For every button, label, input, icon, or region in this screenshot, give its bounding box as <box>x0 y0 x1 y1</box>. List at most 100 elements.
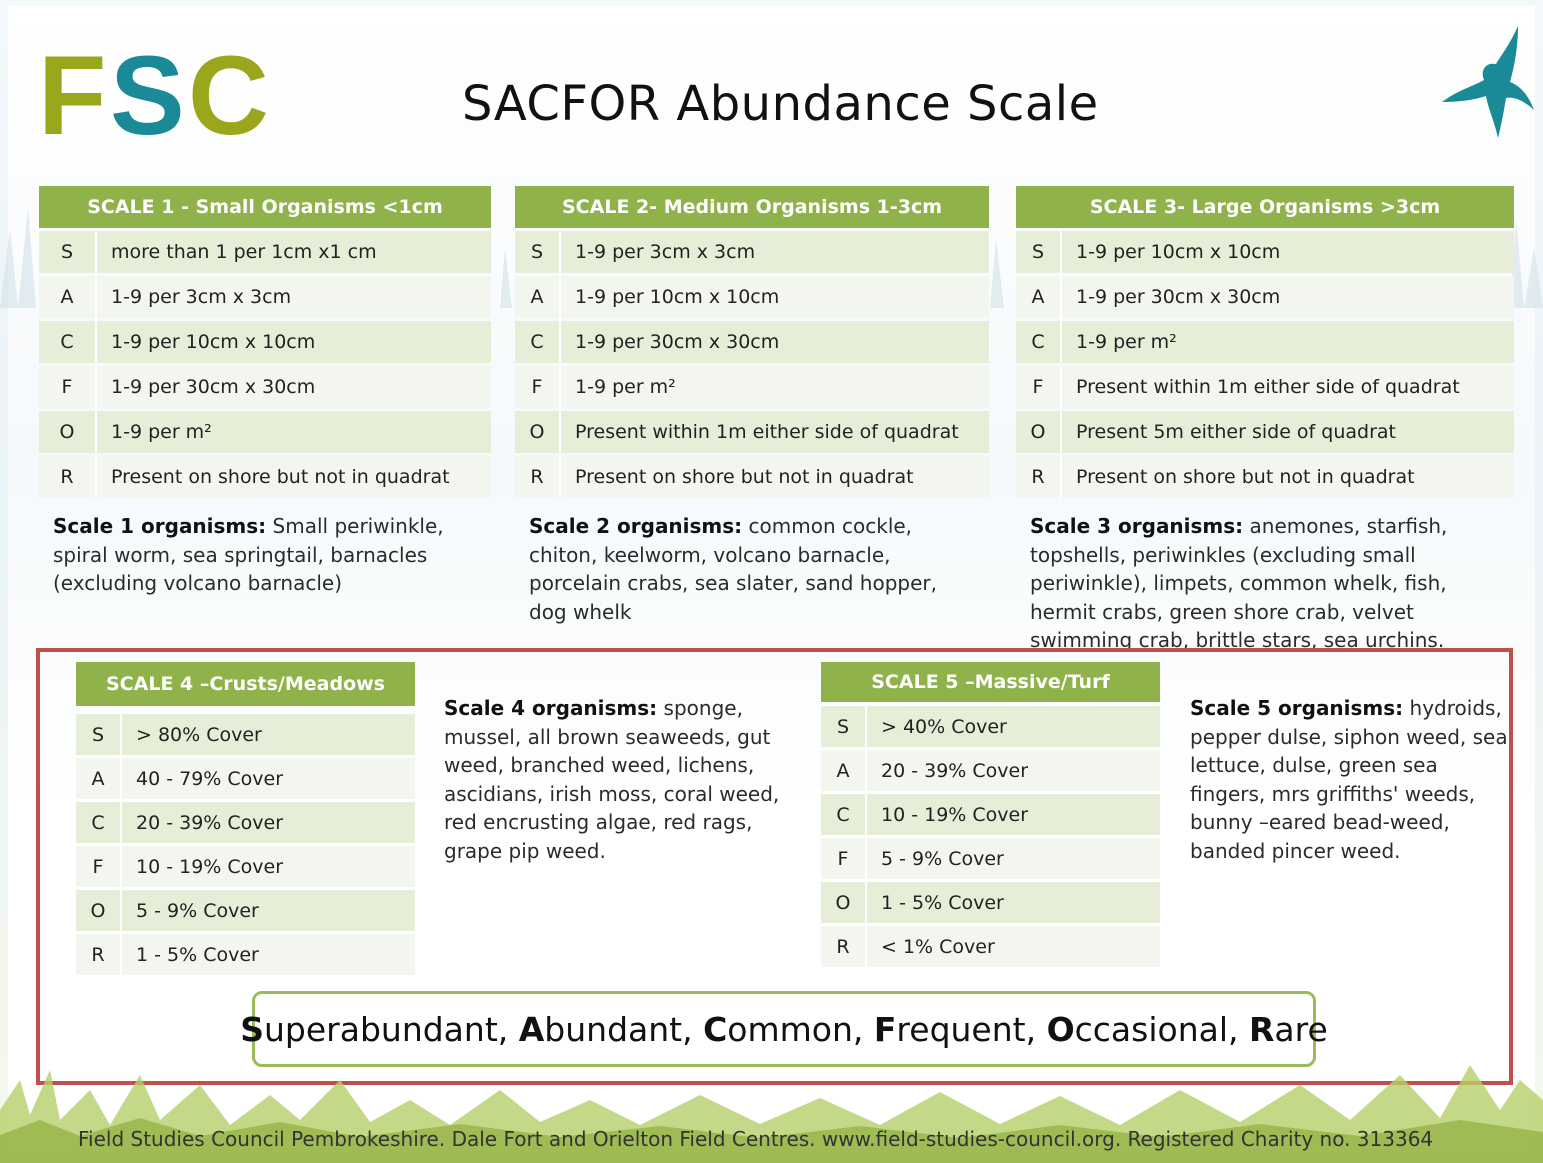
legend-word-rest: ommon, <box>727 1009 874 1049</box>
scale4-row-code: A <box>76 758 122 799</box>
scale3-row-description: 1-9 per 10cm x 10cm <box>1076 241 1281 263</box>
scale4-row-description: 20 - 39% Cover <box>136 811 284 834</box>
scale4-row-s: S > 80% Cover <box>76 714 415 755</box>
scale3-row-description: 1-9 per 30cm x 30cm <box>1076 286 1281 308</box>
scale1-row-description: 1-9 per 30cm x 30cm <box>111 376 316 398</box>
scale2-row-code: A <box>515 276 561 318</box>
scale1-row-r: R Present on shore but not in quadrat <box>39 456 491 498</box>
scale4-row-o: O 5 - 9% Cover <box>76 890 415 931</box>
scale2-row-f: F 1-9 per m² <box>515 366 989 408</box>
scale1-row-code: F <box>39 366 97 408</box>
scale5-organisms-label: Scale 5 organisms: <box>1190 696 1404 720</box>
scale5-row-description: 5 - 9% Cover <box>881 847 1004 870</box>
scale3-row-a: A 1-9 per 30cm x 30cm <box>1016 276 1514 318</box>
legend-initial: C <box>703 1009 728 1049</box>
scale4-row-description: 1 - 5% Cover <box>136 943 259 966</box>
scale4-organisms-label: Scale 4 organisms: <box>444 696 658 720</box>
scale5-row-description: 20 - 39% Cover <box>881 759 1029 782</box>
scale2-organisms-label: Scale 2 organisms: <box>529 514 743 538</box>
scale5-row-code: R <box>821 926 867 967</box>
scale4-row-description: > 80% Cover <box>136 723 262 746</box>
scale5-row-description: > 40% Cover <box>881 715 1007 738</box>
scale1-organisms-label: Scale 1 organisms: <box>53 514 267 538</box>
scale1-row-code: A <box>39 276 97 318</box>
scale3-row-description: Present within 1m either side of quadrat <box>1076 376 1460 398</box>
legend-initial: R <box>1249 1009 1275 1049</box>
scale2-row-code: R <box>515 456 561 498</box>
scale2-row-description: 1-9 per 10cm x 10cm <box>575 286 780 308</box>
scale5-row-description: < 1% Cover <box>881 935 995 958</box>
legend-word-rest: requent, <box>896 1009 1047 1049</box>
legend-initial: S <box>240 1009 264 1049</box>
scale3-header: SCALE 3- Large Organisms >3cm <box>1016 186 1514 228</box>
scale3-row-o: O Present 5m either side of quadrat <box>1016 411 1514 453</box>
scale2-row-code: C <box>515 321 561 363</box>
scale3-row-code: C <box>1016 321 1062 363</box>
scale4-row-r: R 1 - 5% Cover <box>76 934 415 975</box>
scale4-row-description: 5 - 9% Cover <box>136 899 259 922</box>
logo-letter-f: F <box>38 42 106 142</box>
scale4-row-code: O <box>76 890 122 931</box>
scale1-organisms: Scale 1 organisms: Small periwinkle, spi… <box>53 512 483 598</box>
scale5-organisms-text: hydroids, pepper dulse, siphon weed, sea… <box>1190 696 1508 863</box>
scale1-row-code: O <box>39 411 97 453</box>
scale3-row-description: Present 5m either side of quadrat <box>1076 421 1396 443</box>
legend-initial: F <box>873 1009 897 1049</box>
scale2-row-description: Present on shore but not in quadrat <box>575 466 914 488</box>
scale1-row-code: R <box>39 456 97 498</box>
legend-initial: A <box>518 1009 545 1049</box>
scale5-row-code: O <box>821 882 867 923</box>
scale5-row-s: S> 40% Cover <box>821 706 1160 747</box>
scale5-organisms: Scale 5 organisms: hydroids, pepper duls… <box>1190 694 1508 865</box>
scale2-row-r: R Present on shore but not in quadrat <box>515 456 989 498</box>
scale4-row-code: R <box>76 934 122 975</box>
scale1-row-o: O 1-9 per m² <box>39 411 491 453</box>
scale3-row-c: C 1-9 per m² <box>1016 321 1514 363</box>
scale2-row-description: 1-9 per 30cm x 30cm <box>575 331 780 353</box>
scale1-row-code: C <box>39 321 97 363</box>
legend-word-rest: bundant, <box>544 1009 704 1049</box>
scale1-row-description: 1-9 per m² <box>111 421 212 443</box>
scale3-row-code: O <box>1016 411 1062 453</box>
scale1-header: SCALE 1 - Small Organisms <1cm <box>39 186 491 228</box>
scale3-row-code: A <box>1016 276 1062 318</box>
scale2-row-code: F <box>515 366 561 408</box>
scale2-row-description: Present within 1m either side of quadrat <box>575 421 959 443</box>
scale4-header: SCALE 4 –Crusts/Meadows <box>76 662 415 706</box>
scale2-row-code: S <box>515 231 561 273</box>
highlight-box <box>36 648 1513 1085</box>
scale4-row-code: F <box>76 846 122 887</box>
grass-decoration-bottom <box>0 1065 1543 1163</box>
legend-word-rest: are <box>1274 1009 1328 1049</box>
scale1-row-description: more than 1 per 1cm x1 cm <box>111 241 377 263</box>
scale4-row-code: S <box>76 714 122 755</box>
scale5-row-r: R < 1% Cover <box>821 926 1160 967</box>
scale1-row-description: Present on shore but not in quadrat <box>111 466 450 488</box>
scale3-organisms-text: anemones, starfish, topshells, periwinkl… <box>1030 514 1448 648</box>
scale3-row-description: 1-9 per m² <box>1076 331 1177 353</box>
scale2-header: SCALE 2- Medium Organisms 1-3cm <box>515 186 989 228</box>
scale2-row-description: 1-9 per m² <box>575 376 676 398</box>
scale3-row-description: Present on shore but not in quadrat <box>1076 466 1415 488</box>
scale5-header: SCALE 5 –Massive/Turf <box>821 662 1160 702</box>
scale2-row-code: O <box>515 411 561 453</box>
